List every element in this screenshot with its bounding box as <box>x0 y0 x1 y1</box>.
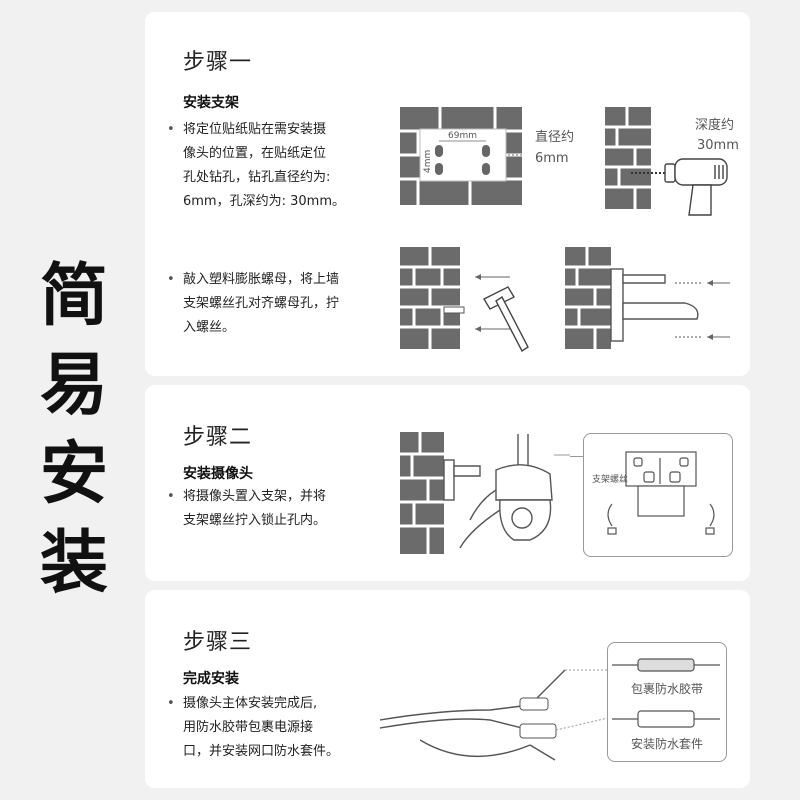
waterproof-detail: 包裹防水胶带 安装防水套件 <box>612 658 720 751</box>
desc-line: 将摄像头置入支架，并将 <box>183 489 327 504</box>
waterproof-tape <box>637 658 695 672</box>
bullet-dot: • <box>167 489 175 504</box>
label-bracket-screw: 支架螺丝 <box>592 473 628 485</box>
connector-line <box>570 456 584 457</box>
expansion-nut <box>443 306 465 314</box>
bracket-illustration <box>565 247 730 349</box>
detail-zoom-box: 支架螺丝 <box>583 433 733 557</box>
detail-box: 包裹防水胶带 安装防水套件 <box>607 642 727 762</box>
side-title-char: 安 <box>39 435 108 514</box>
step1-subtitle: 安装支架 <box>183 95 239 111</box>
side-title-char: 易 <box>39 346 108 425</box>
waterproof-kit <box>637 710 695 728</box>
label-depth-value: 30mm <box>697 138 739 153</box>
sticker-hole <box>435 145 443 157</box>
bullet-dot: • <box>167 696 175 711</box>
step1-title: 步骤一 <box>183 50 253 75</box>
desc-line: 摄像头主体安装完成后, <box>183 696 318 711</box>
side-title: 简 易 安 装 <box>38 252 110 608</box>
step3-card: 步骤三 完成安装 • 摄像头主体安装完成后, 用防水胶带包裹电源接 口，并安装网… <box>145 590 750 788</box>
brick-wall <box>400 432 444 554</box>
brick-wall <box>605 107 651 209</box>
label-kit: 安装防水套件 <box>631 736 703 751</box>
desc-line: 孔处钻孔，钻孔直径约为: <box>183 170 331 185</box>
desc-line: 支架螺丝拧入锁止孔内。 <box>183 513 327 528</box>
desc-line: 6mm，孔深约为: 30mm。 <box>183 194 345 209</box>
step2-desc: 将摄像头置入支架，并将 支架螺丝拧入锁止孔内。 <box>183 485 326 533</box>
camera-mount-illustration <box>400 432 570 554</box>
brick-wall <box>565 247 611 349</box>
bullet-dot: • <box>167 272 175 287</box>
step2-title: 步骤二 <box>183 425 253 450</box>
step1-card: 步骤一 安装支架 • 将定位贴纸贴在需安装摄 像头的位置，在贴纸定位 孔处钻孔，… <box>145 12 750 376</box>
bracket-plate <box>625 451 697 517</box>
label-diameter-value: 6mm <box>535 151 569 166</box>
diameter-label: 直径约 6mm <box>535 130 574 166</box>
step3-desc: 摄像头主体安装完成后, 用防水胶带包裹电源接 口，并安装网口防水套件。 <box>183 692 339 764</box>
cable-illustration <box>379 669 609 761</box>
screw-detail-illustration: 支架螺丝 <box>592 451 715 535</box>
step2-subtitle: 安装摄像头 <box>183 466 253 482</box>
desc-line: 将定位贴纸贴在需安装摄 <box>183 122 327 137</box>
hammer-icon <box>483 286 529 353</box>
dimension-69mm: 69mm <box>448 131 477 141</box>
step1-desc-a: 将定位贴纸贴在需安装摄 像头的位置，在贴纸定位 孔处钻孔，钻孔直径约为: 6mm… <box>183 118 345 214</box>
step2-card: 步骤二 安装摄像头 • 将摄像头置入支架，并将 支架螺丝拧入锁止孔内。 <box>145 385 750 581</box>
label-diameter: 直径约 <box>535 130 574 145</box>
wall-bracket <box>610 268 699 342</box>
desc-line: 支架螺丝孔对齐螺母孔，拧 <box>183 296 340 311</box>
drill-illustration: 深度约 30mm <box>605 107 739 216</box>
desc-line: 敲入塑料膨胀螺母，将上墙 <box>183 272 340 287</box>
hammer-illustration <box>400 247 529 353</box>
sticker-hole <box>435 163 443 175</box>
positioning-sticker <box>419 128 507 182</box>
cables <box>379 669 566 761</box>
sticker-hole <box>482 145 490 157</box>
desc-line: 口，并安装网口防水套件。 <box>183 744 340 759</box>
sticker-hole <box>482 163 490 175</box>
wall-sticker-illustration: 69mm 4mm <box>400 107 522 205</box>
side-title-char: 装 <box>39 524 108 603</box>
side-title-char: 简 <box>39 257 108 336</box>
network-connector <box>519 723 557 739</box>
desc-line: 入螺丝。 <box>183 320 236 335</box>
label-tape: 包裹防水胶带 <box>631 681 703 696</box>
step3-title: 步骤三 <box>183 630 253 655</box>
desc-line: 用防水胶带包裹电源接 <box>183 720 314 735</box>
brick-wall <box>400 247 460 349</box>
camera-icon <box>443 434 553 549</box>
power-connector <box>519 697 549 711</box>
drill-icon <box>664 158 728 216</box>
bullet-dot: • <box>167 122 175 137</box>
label-depth: 深度约 <box>695 117 734 133</box>
dimension-4mm: 4mm <box>423 150 433 173</box>
screw-icon <box>607 503 715 535</box>
step1-desc-b: 敲入塑料膨胀螺母，将上墙 支架螺丝孔对齐螺母孔，拧 入螺丝。 <box>183 268 339 340</box>
step3-subtitle: 完成安装 <box>183 671 239 687</box>
desc-line: 像头的位置，在贴纸定位 <box>183 146 327 161</box>
